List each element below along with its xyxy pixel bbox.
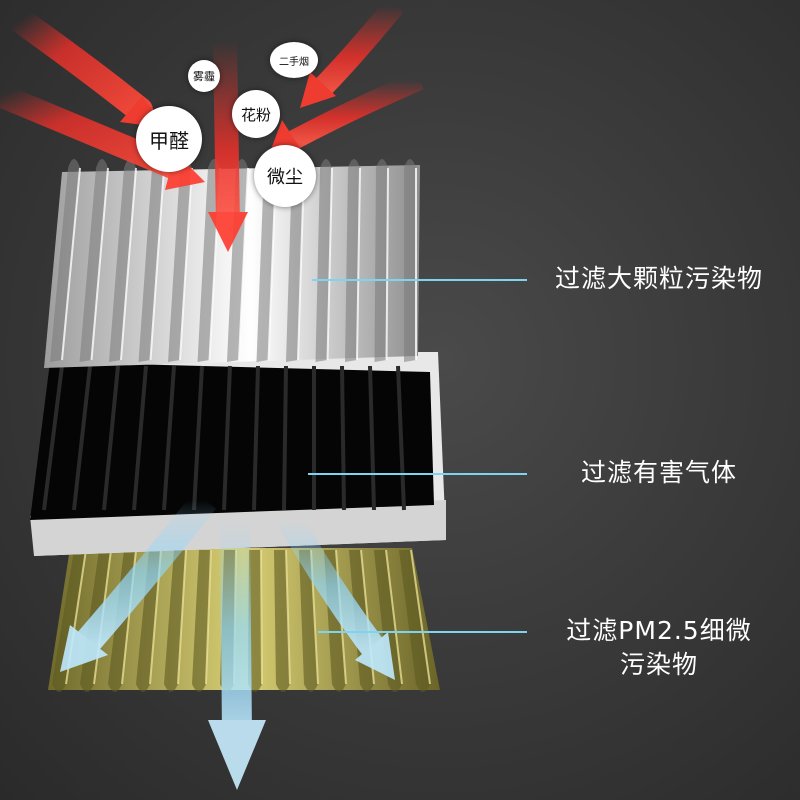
carbon-stripe [282,365,288,511]
label-line: 过滤有害气体 [580,458,737,487]
layer-label-pm25: 过滤PM2.5细微 污染物 [534,614,784,682]
pleat-highlight [179,167,193,361]
pleat-highlight [356,167,361,361]
label-line: 污染物 [619,650,698,679]
pollutant-text: 雾霾 [193,70,215,83]
pleat-highlight [61,167,81,361]
pollutant-bubble-formaldehyde: 甲醛 [136,106,202,172]
pleat-shadow [345,159,360,362]
pleat-highlight [326,167,333,361]
pleat-shadow [404,159,416,362]
pleat-shadow [52,550,86,692]
pleat-shadow [274,550,290,692]
pleat-highlight [205,549,212,685]
pleat-shadow [168,159,192,362]
pleat-highlight [385,549,403,685]
pleat-shadow [227,159,248,362]
carbon-stripe [72,365,92,511]
pleat-shadow [374,550,402,692]
pleat-shadow [138,159,164,362]
clean-air-arrows [60,491,395,790]
pleat-highlight [238,167,249,361]
pollutant-bubble-haze: 雾霾 [188,60,220,92]
pollutant-text: 甲醛 [149,128,189,153]
carbon-stripe [222,365,232,511]
pollutant-bubble-dust: 微尘 [254,145,316,207]
pollutant-bubble-secondhand-smoke: 二手烟 [270,42,318,78]
carbon-stripe [368,365,376,511]
carbon-stripe [340,365,346,511]
pleat-shadow [299,550,318,692]
pleat-highlight [385,167,389,361]
carbon-stripe [192,365,204,511]
activated-carbon-layer [30,352,446,556]
label-line: 过滤PM2.5细微 [566,616,752,645]
pleat-shadow [50,159,80,362]
pleat-shadow [136,550,161,692]
pleat-shadow [248,550,262,692]
pleat-shadow [197,159,220,362]
pleat-shadow [256,159,276,362]
pleat-highlight [120,167,137,361]
pollutant-text: 微尘 [267,167,303,188]
carbon-stripe [396,365,406,511]
coarse-particle-filter-layer [44,159,420,368]
pleat-highlight [260,549,263,685]
pollutant-text: 二手烟 [279,56,309,68]
layer-label-coarse: 过滤大颗粒污染物 [534,262,784,296]
pleat-highlight [149,167,165,361]
leader-lines [308,279,527,633]
pollutant-bubble-pollen: 花粉 [232,90,280,138]
layer-label-gas: 过滤有害气体 [534,456,784,490]
pleat-shadow [79,159,108,362]
pleat-shadow [164,550,186,692]
label-line: 过滤大颗粒污染物 [554,264,763,293]
pleat-shadow [399,550,430,692]
carbon-stripe [132,365,148,511]
pleat-highlight [285,549,291,685]
carbon-stripe [252,365,260,511]
pollutant-text: 花粉 [240,105,271,124]
carbon-stripe [42,365,64,511]
pleat-highlight [177,549,187,685]
carbon-stripe [102,365,120,511]
pleat-highlight [90,167,109,361]
pleat-highlight [410,549,431,685]
pleat-shadow [374,159,388,362]
carbon-stripe [162,365,176,511]
pleat-shadow [109,159,136,362]
